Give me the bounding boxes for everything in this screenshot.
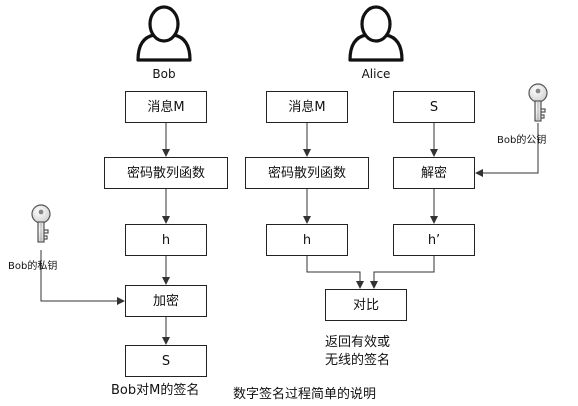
received-signature-box: S bbox=[393, 91, 475, 123]
public-key-icon bbox=[528, 83, 548, 122]
bob-encrypt-box: 加密 bbox=[125, 285, 207, 317]
decrypt-box: 解密 bbox=[393, 157, 475, 189]
bob-hash-box: 密码散列函数 bbox=[104, 157, 228, 189]
alice-hash-box: 密码散列函数 bbox=[245, 157, 369, 189]
user-icon-bob bbox=[136, 5, 192, 62]
public-key-label: Bob的公钥 bbox=[497, 135, 547, 146]
bob-message-box: 消息M bbox=[125, 91, 207, 123]
alice-digest-box: h bbox=[266, 224, 348, 256]
diagram-title: 数字签名过程简单的说明 bbox=[233, 387, 377, 402]
alice-message-box: 消息M bbox=[266, 91, 348, 123]
bob-digest-box: h bbox=[125, 224, 207, 256]
person-label-bob: Bob bbox=[152, 67, 176, 81]
arrow-decrypted-digest-to-compare bbox=[370, 256, 435, 289]
connectors bbox=[40, 123, 539, 345]
signature-caption: Bob对M的签名 bbox=[111, 383, 200, 398]
result-line-1: 返回有效或 bbox=[325, 335, 391, 350]
arrow-private-key-to-encrypt bbox=[40, 250, 125, 305]
result-line-2: 无线的签名 bbox=[325, 353, 391, 368]
compare-box: 对比 bbox=[325, 289, 407, 321]
bob-signature-box: S bbox=[125, 345, 207, 377]
person-label-alice: Alice bbox=[361, 67, 391, 81]
arrow-public-key-to-decrypt bbox=[475, 123, 539, 177]
user-icon-alice bbox=[348, 5, 404, 62]
icons bbox=[31, 5, 548, 243]
arrow-alice-digest-to-compare bbox=[306, 256, 364, 289]
private-key-icon bbox=[31, 204, 51, 243]
private-key-label: Bob的私钥 bbox=[8, 261, 58, 272]
decrypted-digest-box: h’ bbox=[393, 224, 475, 256]
